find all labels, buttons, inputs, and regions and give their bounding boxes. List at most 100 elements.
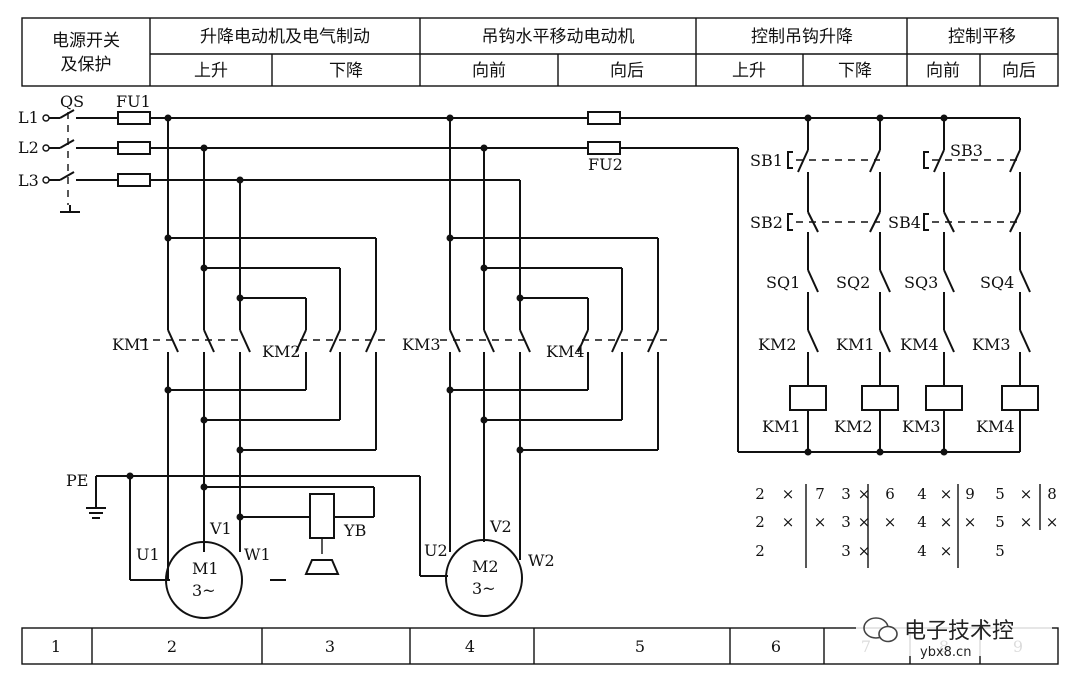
contact-row2-cell: × [1046,513,1059,531]
label-SQ4: SQ4 [980,273,1014,292]
label-KM2-main: KM2 [262,342,301,361]
motor2-circuit: KM3 KM4 U2 V2 W2 M2 3~ [402,118,668,617]
label-ctl-km1: KM1 [836,335,875,354]
coil-km2 [861,385,899,411]
label-PE: PE [66,471,88,490]
label-M2: M2 [472,557,499,576]
contact-row1-cell: × [940,485,953,503]
zone-6: 6 [771,637,781,656]
contact-row1-cell: 9 [965,485,975,503]
contact-row1-cell: × [1020,485,1033,503]
contact-row2-cell: × [858,513,871,531]
header-sub-2a: 向前 [472,61,506,81]
header-sub-3b: 下降 [838,61,872,81]
zone-5: 5 [635,637,645,656]
label-YB: YB [343,521,366,540]
label-SQ3: SQ3 [904,273,938,292]
contact-row2-cell: × [964,513,977,531]
control-circuit: SB1 SB3 SB2 SB4 SQ1 SQ2 SQ3 SQ4 KM2 KM1 … [737,114,1039,456]
header-sub-4b: 向后 [1002,61,1036,81]
header-power-line1: 电源开关 [52,31,120,51]
label-coil-km3: KM3 [902,417,941,436]
contact-row3-cell: × [940,542,953,560]
label-L2: L2 [18,138,39,157]
header-sub-4a: 向前 [926,61,960,81]
power-supply: L1 L2 L3 QS FU1 FU2 [18,92,1020,213]
label-SB2: SB2 [750,213,783,232]
contact-row3-cell: × [858,542,871,560]
zone-2: 2 [167,637,177,656]
contact-row2-cell: 4 [917,513,927,531]
contact-row1-cell: × [858,485,871,503]
contact-row2-cell: × [884,513,897,531]
header-group-3: 控制吊钩升降 [751,27,853,47]
label-KM4-main: KM4 [546,342,585,361]
coil-km1 [789,385,827,411]
contact-row2-cell: × [940,513,953,531]
header-table: 电源开关 及保护 升降电动机及电气制动 吊钩水平移动电动机 控制吊钩升降 控制平… [21,17,1059,87]
contact-row3-cell: 3 [841,542,851,560]
contact-row3-cell: 2 [755,542,765,560]
label-M1: M1 [192,559,219,578]
label-coil-km2: KM2 [834,417,873,436]
label-coil-km1: KM1 [762,417,801,436]
fuse-fu1-l2 [117,141,151,155]
label-ctl-km2: KM2 [758,335,797,354]
contact-row2-cell: 3 [841,513,851,531]
label-FU1: FU1 [116,92,151,111]
contact-row1-cell: 7 [815,485,825,503]
contact-row1-cell: 3 [841,485,851,503]
header-group-4: 控制平移 [948,27,1016,47]
coil-km3 [925,385,963,411]
header-sub-1b: 下降 [329,61,363,81]
wechat-icon [863,617,898,643]
label-SB1: SB1 [750,151,783,170]
label-FU2: FU2 [588,155,623,174]
zone-1: 1 [51,637,61,656]
label-QS: QS [60,92,84,111]
fuse-fu2-b [587,141,621,155]
label-V1: V1 [209,519,232,538]
contact-row2-cell: 2 [755,513,765,531]
coil-km4 [1001,385,1039,411]
label-KM1-main: KM1 [112,335,151,354]
fuse-fu1-l3 [117,173,151,187]
contact-row2-cell: × [1020,513,1033,531]
motor1-circuit: KM1 KM2 PE YB U1 V1 W1 M1 3~ [66,118,420,619]
label-ctl-km4: KM4 [900,335,939,354]
label-V2: V2 [489,517,512,536]
contact-row2-cell: 5 [995,513,1005,531]
contact-row1-cell: 5 [995,485,1005,503]
header-sub-1a: 上升 [194,61,228,81]
label-ctl-km3: KM3 [972,335,1011,354]
header-sub-3a: 上升 [732,61,766,81]
label-coil-km4: KM4 [976,417,1015,436]
contact-row2-cell: × [814,513,827,531]
contact-row3-cell: 4 [917,542,927,560]
contact-row1-cell: 2 [755,485,765,503]
contact-row1-cell: 4 [917,485,927,503]
contact-row3-cell: 5 [995,542,1005,560]
brake-coil-yb [309,493,335,539]
label-W2: W2 [528,551,555,570]
label-L3: L3 [18,171,39,190]
label-SQ1: SQ1 [766,273,800,292]
watermark: 电子技术控 ybx8.cn [856,606,1052,660]
label-U2: U2 [424,541,448,560]
header-sub-2b: 向后 [610,61,644,81]
label-KM3-main: KM3 [402,335,441,354]
label-W1: W1 [244,545,271,564]
fuse-fu1-l1 [117,111,151,125]
zone-4: 4 [465,637,475,656]
label-L1: L1 [18,108,39,127]
motor-m1 [165,541,243,619]
label-SB4: SB4 [888,213,921,232]
header-group-2: 吊钩水平移动电动机 [482,27,635,47]
header-power-line2: 及保护 [61,55,112,75]
fuse-fu2-a [587,111,621,125]
contact-row2-cell: × [782,513,795,531]
motor-m2 [445,539,523,617]
